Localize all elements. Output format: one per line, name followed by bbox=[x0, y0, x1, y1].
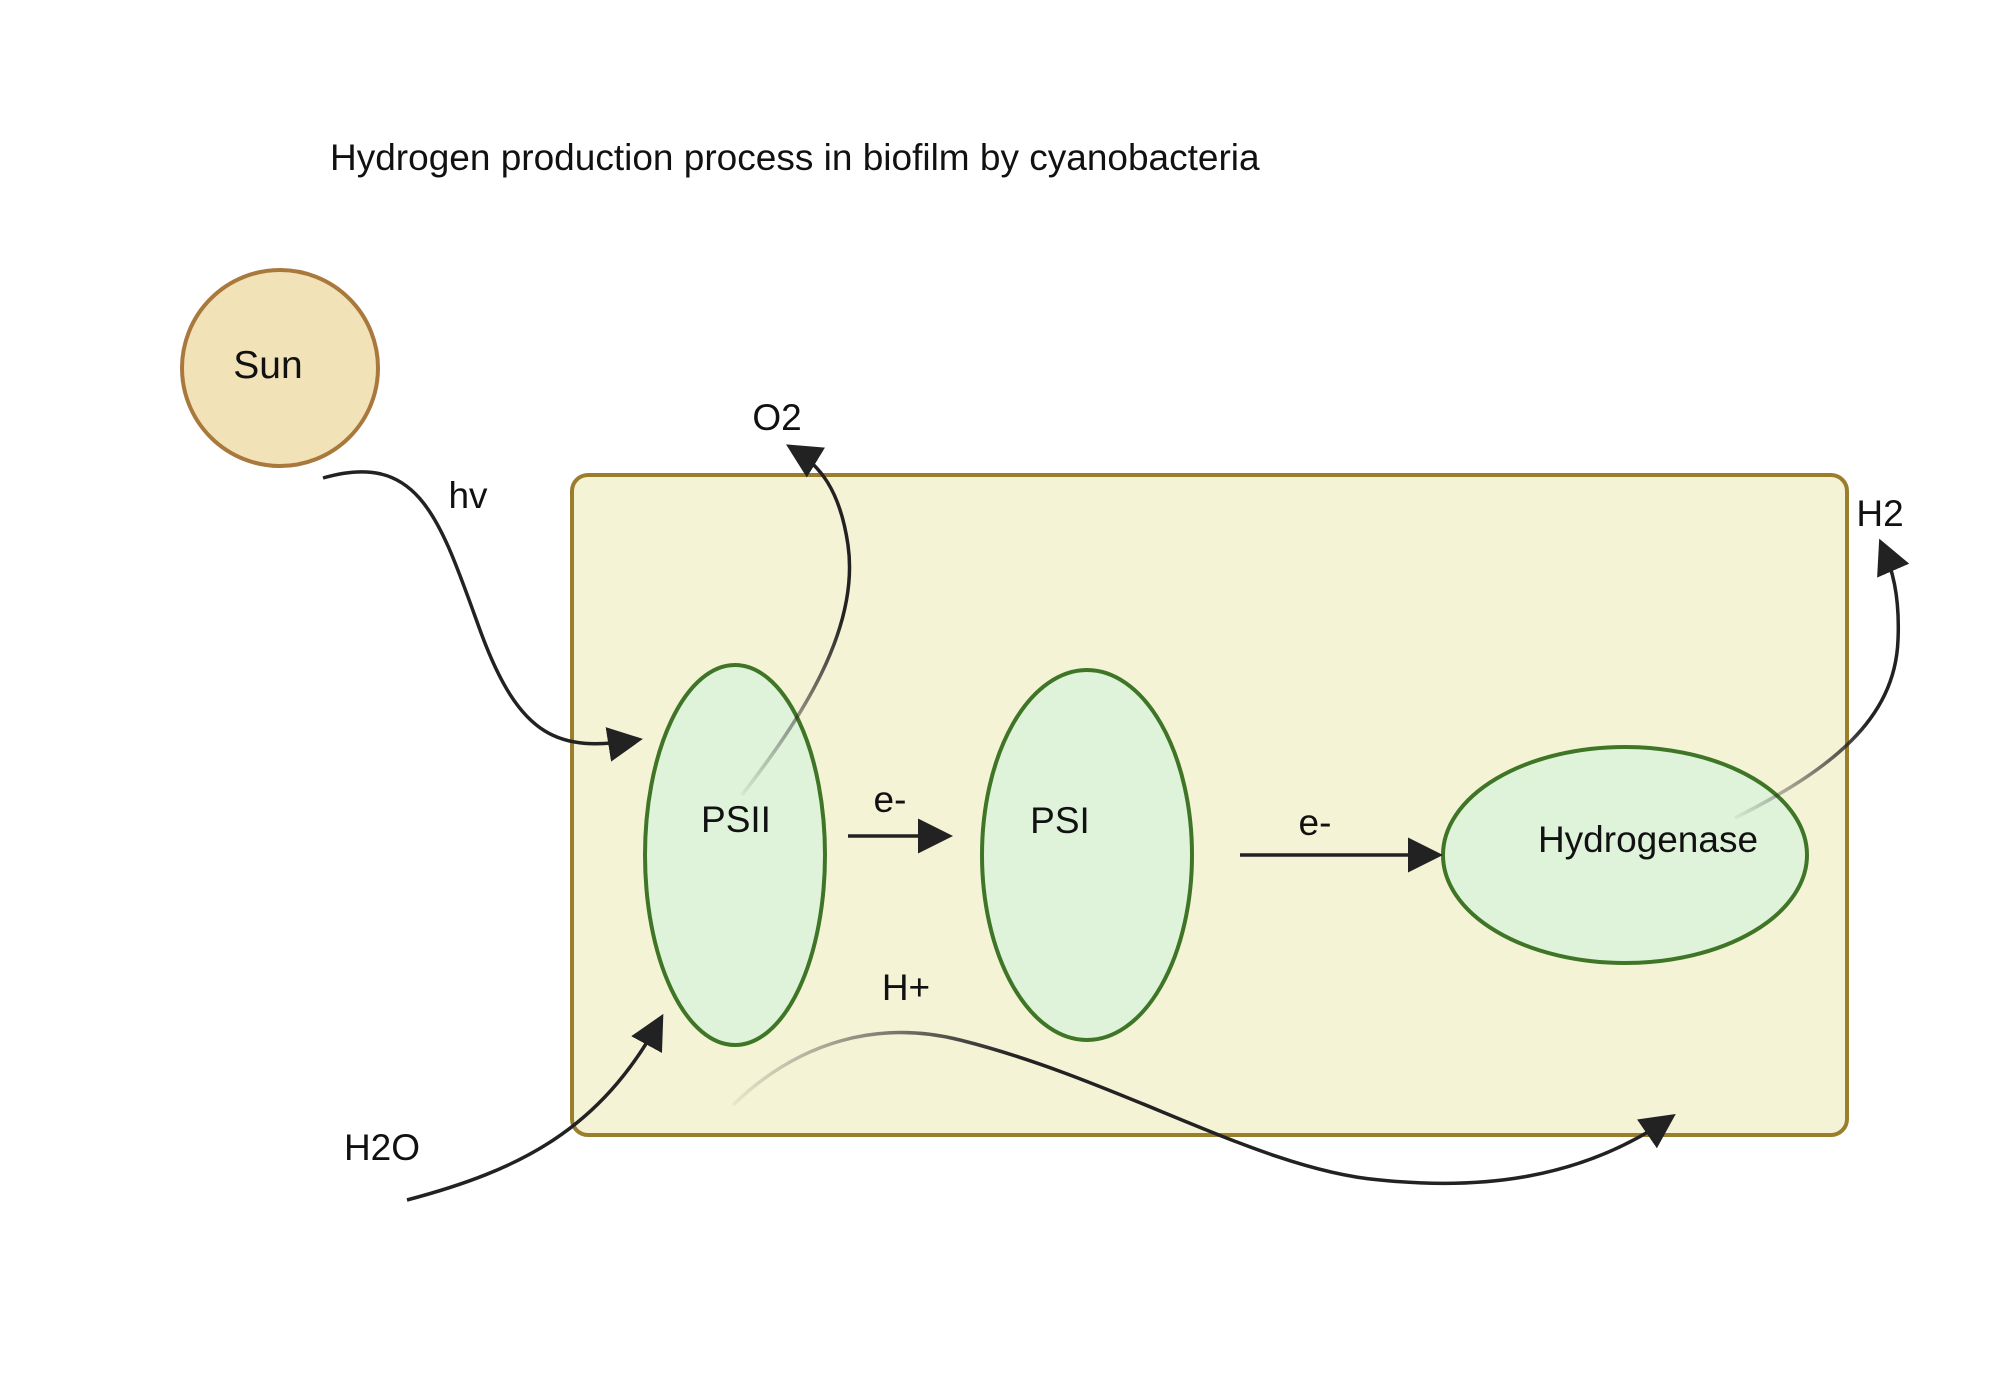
electron-label-1: e- bbox=[874, 779, 907, 820]
light-label: hv bbox=[448, 475, 488, 516]
psi-label: PSI bbox=[1030, 800, 1090, 841]
proton-arrow bbox=[731, 1030, 1676, 1186]
hydrogen-arrow bbox=[1734, 538, 1910, 820]
water-arrow bbox=[406, 1013, 664, 1202]
diagram-title: Hydrogen production process in biofilm b… bbox=[330, 137, 1260, 178]
hydrogenase-complex bbox=[1441, 745, 1809, 965]
sun-icon bbox=[180, 268, 380, 468]
hydrogenase-label: Hydrogenase bbox=[1538, 819, 1758, 860]
hydrogen-label: H2 bbox=[1856, 493, 1903, 534]
cell-container bbox=[570, 473, 1849, 1137]
psii-complex bbox=[643, 663, 827, 1047]
psii-label: PSII bbox=[701, 799, 771, 840]
psi-complex bbox=[980, 668, 1194, 1042]
water-label: H2O bbox=[344, 1127, 420, 1168]
oxygen-arrow bbox=[740, 444, 852, 797]
electron-label-2: e- bbox=[1299, 802, 1332, 843]
proton-label: H+ bbox=[882, 967, 930, 1008]
oxygen-label: O2 bbox=[752, 397, 801, 438]
light-arrow bbox=[322, 470, 643, 762]
sun-label: Sun bbox=[233, 344, 302, 387]
